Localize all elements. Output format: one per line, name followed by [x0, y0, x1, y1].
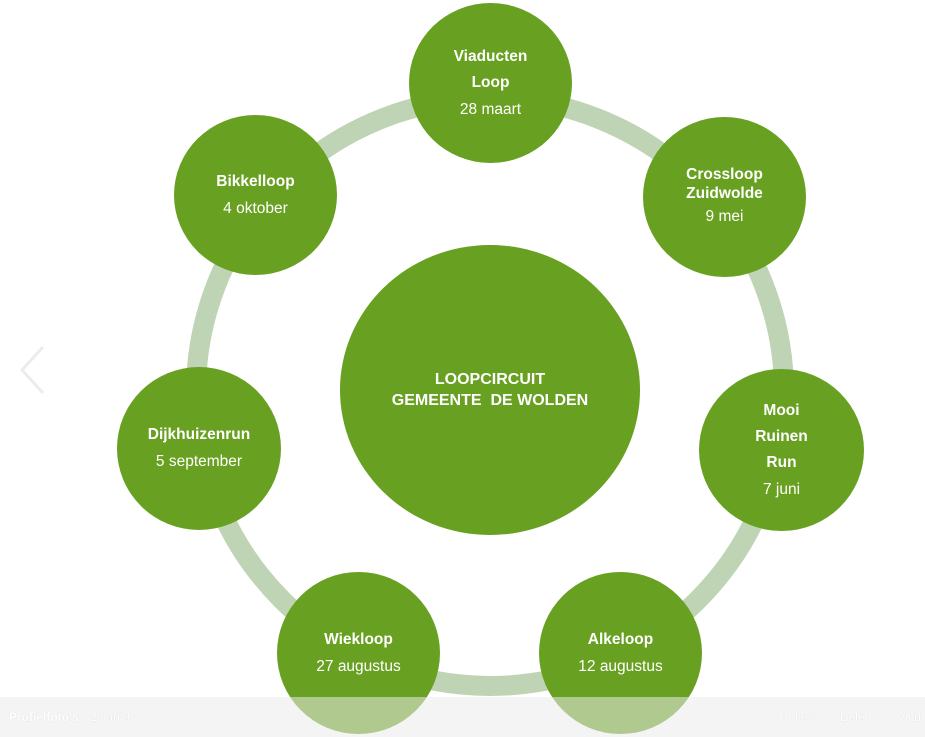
event-title: Ruinen: [755, 427, 808, 445]
event-date: 27 augustus: [316, 657, 401, 675]
event-date: 7 juni: [762, 480, 801, 498]
center-title-line1: LOOPCIRCUIT: [434, 371, 546, 388]
share-button[interactable]: Delen: [839, 710, 872, 724]
find-button[interactable]: Vind: [897, 710, 921, 724]
options-button[interactable]: Opties: [779, 710, 814, 724]
event-title: Dijkhuizenrun: [147, 426, 251, 443]
event-node-dijkhuizenrun: Dijkhuizenrun 5 september: [117, 367, 281, 530]
event-date: 4 oktober: [223, 199, 288, 217]
event-title: Alkeloop: [587, 630, 654, 648]
previous-photo-button[interactable]: [14, 340, 54, 400]
event-date: 5 september: [155, 453, 243, 470]
event-title: Crossloop: [686, 165, 763, 183]
photo-counter: 2 van 9: [90, 710, 130, 724]
center-circle: LOOPCIRCUIT GEMEENTE DE WOLDEN: [340, 245, 640, 535]
photo-viewer-toolbar: Profielfoto's 2 van 9 Opties Delen Vind: [0, 697, 925, 737]
event-title: Wiekloop: [324, 630, 393, 648]
event-title: Mooi: [763, 401, 800, 419]
event-date: 9 mei: [705, 207, 744, 225]
event-title: Zuidwolde: [686, 184, 763, 202]
chevron-left-icon: [20, 346, 44, 394]
event-title: Loop: [471, 73, 510, 91]
event-title: Run: [766, 453, 797, 471]
event-node-crossloop-zuidwolde: Crossloop Zuidwolde 9 mei: [643, 117, 806, 277]
event-title: Viaducten: [453, 47, 528, 65]
center-title-line2: GEMEENTE DE WOLDEN: [391, 392, 589, 409]
event-title: Bikkelloop: [216, 172, 295, 190]
event-node-viaducten-loop: Viaducten Loop 28 maart: [409, 3, 572, 163]
event-node-bikkelloop: Bikkelloop 4 oktober: [174, 115, 337, 275]
event-date: 28 maart: [459, 100, 522, 118]
event-date: 12 augustus: [578, 657, 663, 675]
album-link[interactable]: Profielfoto's: [9, 710, 79, 724]
event-node-mooi-ruinen-run: Mooi Ruinen Run 7 juni: [699, 369, 864, 531]
